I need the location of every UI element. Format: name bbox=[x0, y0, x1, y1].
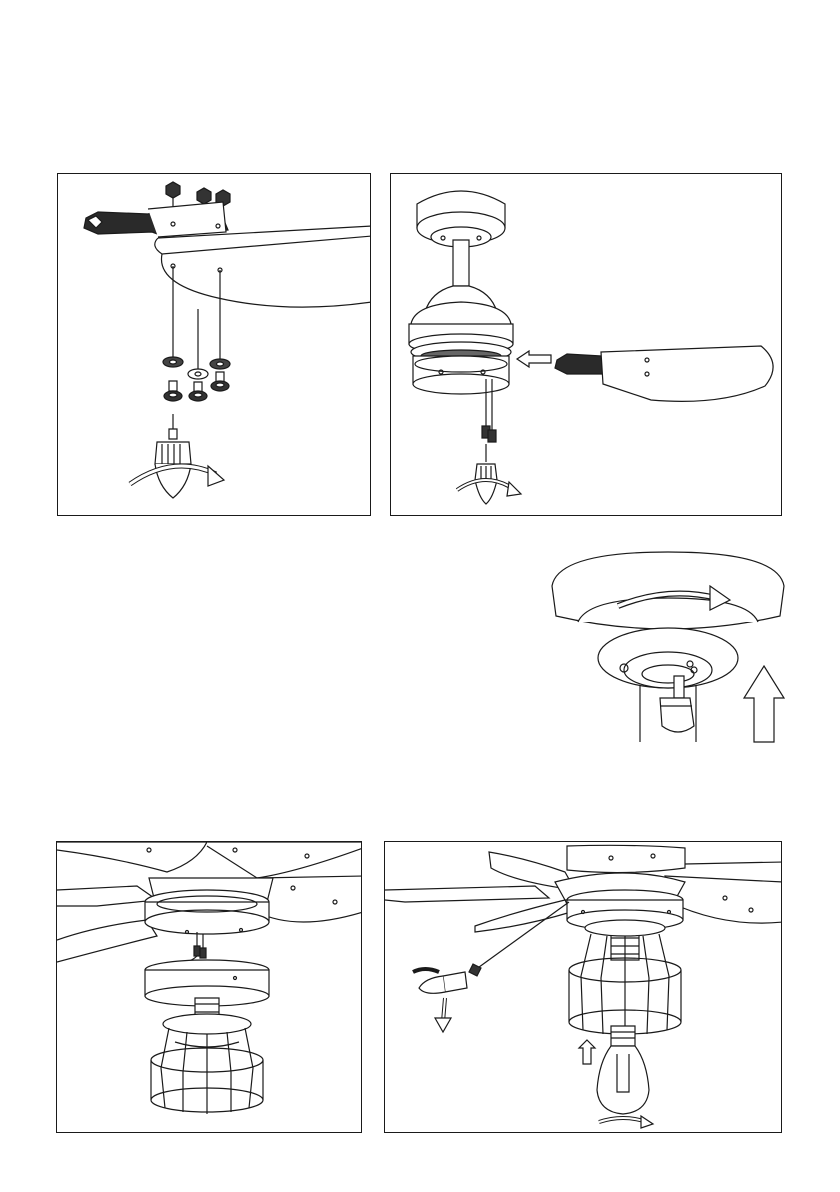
canopy-icon bbox=[417, 191, 505, 247]
figure-blade-to-bracket bbox=[57, 173, 371, 516]
screwdriver-icon bbox=[155, 414, 191, 498]
screwdriver-icon bbox=[457, 444, 521, 504]
rotate-arrow-icon bbox=[599, 1116, 653, 1128]
screwdriver-icon bbox=[413, 969, 467, 1032]
up-arrow-icon bbox=[744, 666, 784, 742]
figure-blade-to-motor bbox=[390, 173, 782, 516]
cage-icon bbox=[569, 920, 681, 1034]
blade-icon bbox=[555, 346, 773, 401]
motor-housing-icon bbox=[409, 286, 513, 394]
blade-bracket bbox=[84, 202, 228, 237]
figure-canopy-rotate bbox=[548, 550, 788, 750]
figure-bulb-install bbox=[384, 841, 782, 1133]
figure-switch-housing bbox=[56, 841, 362, 1133]
insert-arrow-icon bbox=[517, 351, 551, 367]
blade-icon bbox=[155, 226, 371, 307]
switch-housing-icon bbox=[145, 890, 269, 934]
canopy-icon bbox=[552, 552, 784, 688]
cage-icon bbox=[151, 1014, 263, 1114]
up-arrow-icon bbox=[579, 1040, 595, 1064]
bulb-icon bbox=[597, 1026, 649, 1114]
